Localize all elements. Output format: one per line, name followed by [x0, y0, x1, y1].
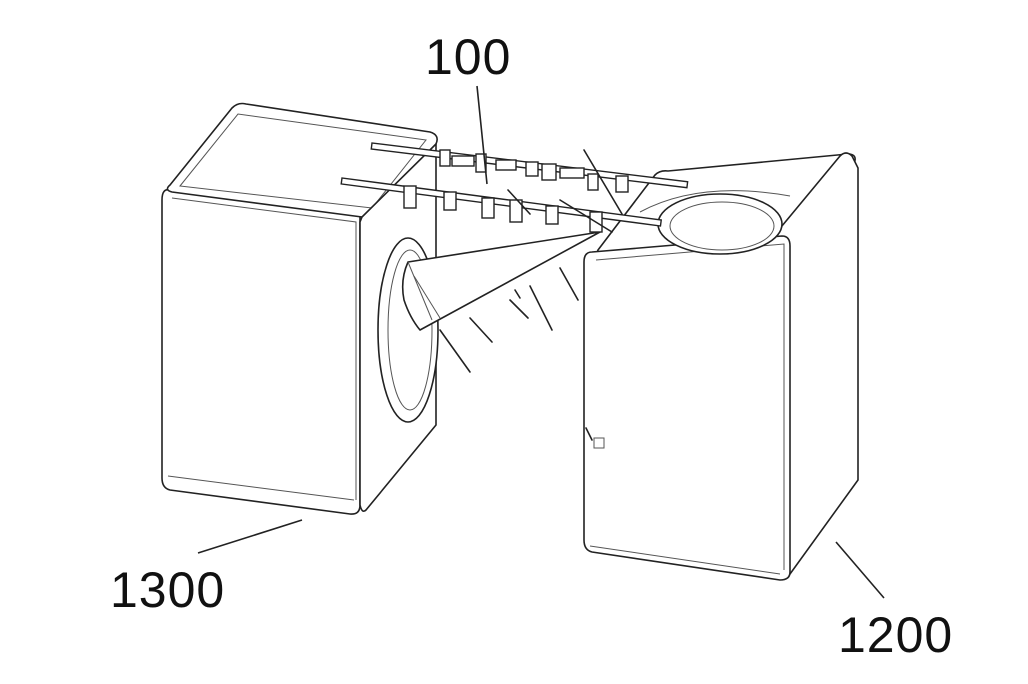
leader-100 [476, 85, 488, 185]
right-unit-cup [657, 193, 783, 255]
cursor-marker [593, 437, 605, 449]
right-unit-1200 [583, 152, 859, 581]
leader-1200 [835, 541, 885, 599]
back-rod-clips [439, 149, 629, 193]
left-unit-front-face [161, 188, 361, 515]
label-right-unit-1200: 1200 [838, 607, 954, 663]
spokes [439, 267, 579, 373]
membrane-cone [401, 231, 601, 331]
label-assembly-100: 100 [425, 29, 512, 85]
leader-1300 [197, 519, 303, 554]
label-left-unit-1300: 1300 [110, 562, 226, 618]
assembly-100 [340, 142, 689, 373]
front-rod-clips [403, 185, 603, 233]
right-unit-front-face [583, 235, 791, 581]
left-unit-1300 [161, 102, 439, 515]
